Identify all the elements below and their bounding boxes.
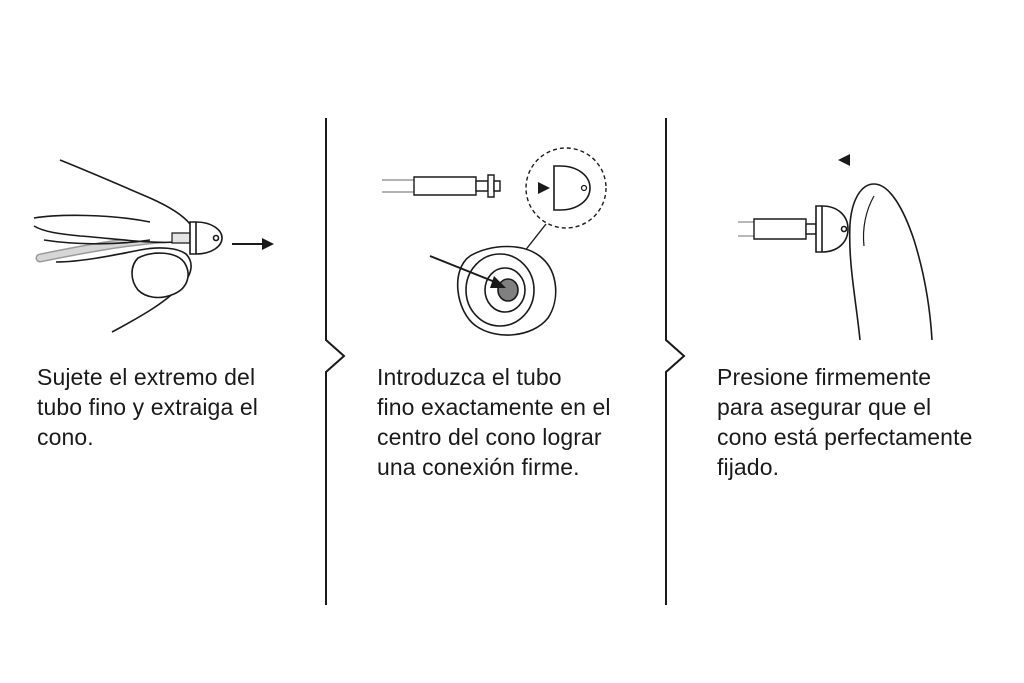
- insert-arrow-icon: [538, 182, 550, 194]
- step-2-caption: Introduzca el tubo fino exactamente en e…: [377, 362, 647, 482]
- step-3-line-2: para asegurar que el: [717, 394, 932, 420]
- step-1-line-1: Sujete el extremo del: [37, 364, 256, 390]
- step-3-line-4: fijado.: [717, 454, 780, 480]
- step-1-caption: Sujete el extremo del tubo fino y extrai…: [37, 362, 307, 452]
- panel-3-illustration: [738, 154, 932, 340]
- insertion-tube-line: [430, 256, 506, 288]
- step-2-line-3: centro del cono lograr: [377, 424, 602, 450]
- panel-1-illustration: [34, 160, 274, 332]
- hand-upper-finger: [34, 160, 191, 242]
- panel-2-illustration: [382, 148, 606, 335]
- step-2-line-1: Introduzca el tubo: [377, 364, 562, 390]
- ear-tip: [458, 247, 556, 336]
- step-1-line-3: cono.: [37, 424, 94, 450]
- divider-right: [666, 118, 684, 605]
- cone-dome: [816, 206, 848, 252]
- cone-dome: [190, 222, 222, 254]
- tube-assembly: [738, 219, 816, 239]
- thin-tube: [382, 175, 500, 197]
- detail-callout: [524, 148, 606, 252]
- tube-tip: [172, 233, 190, 243]
- press-arrow-icon: [838, 154, 850, 166]
- step-1-line-2: tubo fino y extraiga el: [37, 394, 258, 420]
- pressing-finger: [850, 184, 932, 340]
- step-3-line-1: Presione firmemente: [717, 364, 932, 390]
- hand-lower-fingers: [44, 240, 191, 332]
- divider-left: [326, 118, 344, 605]
- step-3-line-3: cono está perfectamente: [717, 424, 973, 450]
- step-2-line-2: fino exactamente en el: [377, 394, 611, 420]
- pull-arrow-icon: [232, 238, 274, 250]
- step-2-line-4: una conexión firme.: [377, 454, 580, 480]
- step-3-caption: Presione firmemente para asegurar que el…: [717, 362, 1007, 482]
